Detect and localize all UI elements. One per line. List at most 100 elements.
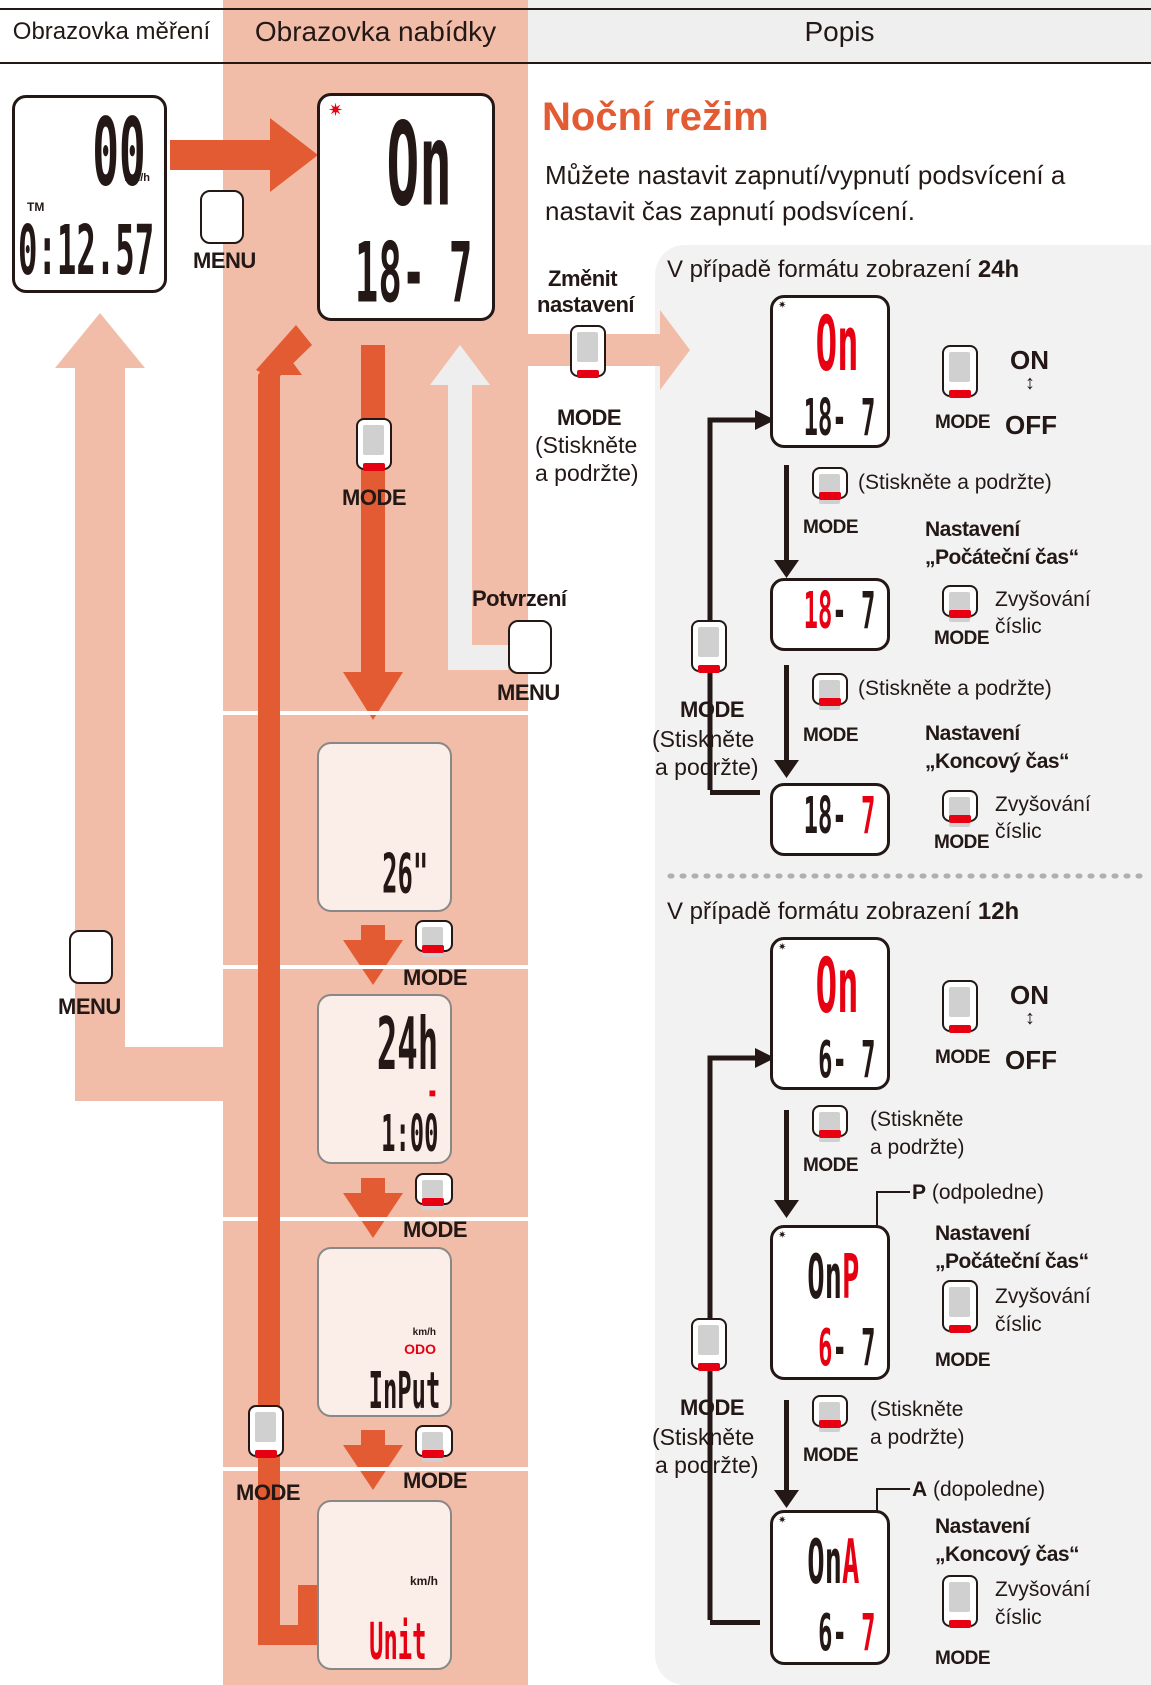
p24-incr-1a: Zvyšování xyxy=(995,588,1091,611)
p12-screen-end: ✷ OnA 6- 7 xyxy=(770,1510,890,1665)
down-head-3 xyxy=(343,1193,403,1238)
menu-button-confirm[interactable] xyxy=(508,620,552,674)
p24-mode-hold-2[interactable] xyxy=(812,673,848,710)
p12-incr-2b: číslic xyxy=(995,1606,1042,1629)
p24-incr-btn-2[interactable] xyxy=(942,790,978,827)
p24-on: On xyxy=(816,300,859,389)
night-on-text: On xyxy=(386,100,452,234)
measure-screen: 00 km/h TM 0:12.57 xyxy=(12,95,167,293)
arrow-to-menu xyxy=(170,118,318,192)
mode-button-change[interactable] xyxy=(570,325,606,378)
menu-button-left[interactable] xyxy=(69,930,113,984)
unit-screen: km/h Unit xyxy=(317,1500,452,1672)
p12-mode-hold-2[interactable] xyxy=(812,1395,848,1432)
p12-mode-left[interactable] xyxy=(691,1318,727,1371)
p12-hold-2a: (Stiskněte xyxy=(870,1398,964,1421)
change-arrow xyxy=(528,310,690,390)
confirm-arrow xyxy=(430,345,490,670)
alarm-icon: ■ xyxy=(428,1086,436,1100)
p12-mode-onoff-label: MODE xyxy=(935,1047,991,1068)
mode-label-return: MODE xyxy=(236,1480,301,1505)
mode-label-down: MODE xyxy=(342,485,407,510)
p24-mode-left[interactable] xyxy=(691,620,727,673)
p24-mode-hold-1[interactable] xyxy=(812,467,848,504)
p24-mode-hold-1-label: MODE xyxy=(803,517,859,538)
mode-button-tire[interactable] xyxy=(415,920,453,957)
menu-label-left: MENU xyxy=(58,994,121,1019)
p24-time: 18- 7 xyxy=(803,388,875,448)
p12-screen-on: ✷ On 6- 7 xyxy=(770,937,890,1090)
night-mode-screen: ✷ On 18- 7 xyxy=(317,93,495,321)
p12-on-label: ON xyxy=(1010,980,1049,1010)
panel24-title: V případě formátu zobrazení 24h xyxy=(667,256,1020,283)
p24-mode-onoff[interactable] xyxy=(942,345,978,398)
p24-mode-onoff-label: MODE xyxy=(935,412,991,433)
p12-mode-hold-2-label: MODE xyxy=(803,1445,859,1466)
p12-left-hold-1: (Stiskněte xyxy=(652,1424,755,1450)
change-label-2: nastavení xyxy=(537,292,635,317)
p24-incr-2-label: MODE xyxy=(934,832,990,853)
mode-label-clock: MODE xyxy=(403,1217,468,1242)
p24-mode-left-label: MODE xyxy=(680,697,745,722)
p12-mode-onoff[interactable] xyxy=(942,980,978,1033)
p12-screen-start: ✷ OnP 6- 7 xyxy=(770,1225,890,1380)
mode-button-input[interactable] xyxy=(415,1425,453,1462)
input-unit: km/h xyxy=(412,1327,436,1338)
menu-label-confirm: MENU xyxy=(497,680,560,705)
p12-incr-1b: číslic xyxy=(995,1313,1042,1336)
backlight-icon: ✷ xyxy=(328,100,344,120)
measure-speed-unit: km/h xyxy=(124,172,150,184)
mode-button-return[interactable] xyxy=(248,1405,284,1458)
p24-start-time: 18- 7 xyxy=(803,581,875,641)
p12-incr-1-label: MODE xyxy=(935,1350,991,1371)
down-flow-1 xyxy=(361,345,385,685)
p12-end-time: 6- 7 xyxy=(817,1603,875,1663)
mode-button-clock[interactable] xyxy=(415,1173,453,1210)
clock-mode: 24h xyxy=(376,1004,438,1087)
unit-kmh: km/h xyxy=(409,1574,438,1588)
p12-end-title-1: Nastavení xyxy=(935,1515,1030,1538)
p24-left-hold-2: a podržte) xyxy=(655,754,759,780)
p12-incr-btn-2[interactable] xyxy=(942,1575,978,1628)
description-panel xyxy=(655,245,1151,1685)
p12-incr-btn-1[interactable] xyxy=(942,1280,978,1333)
p24-mode-hold-2-label: MODE xyxy=(803,725,859,746)
p12-hold-1a: (Stiskněte xyxy=(870,1108,964,1131)
p24-off-label: OFF xyxy=(1005,410,1057,440)
desc-line-1: Můžete nastavit zapnutí/vypnutí podsvíce… xyxy=(545,160,1066,190)
measure-speed: 00 xyxy=(92,100,146,208)
page-title: Noční režim xyxy=(542,95,769,139)
unit-text: Unit xyxy=(368,1612,426,1672)
menu-button-1[interactable] xyxy=(200,190,244,244)
change-label-1: Změnit xyxy=(548,266,618,291)
p12-mode-hold-1-label: MODE xyxy=(803,1155,859,1176)
p12-mode-hold-1[interactable] xyxy=(812,1105,848,1142)
input-screen: km/h ODO InPut xyxy=(317,1247,452,1420)
p24-incr-2b: číslic xyxy=(995,820,1042,843)
p12-start-on: OnP xyxy=(806,1242,859,1314)
header-menu: Obrazovka nabídky xyxy=(254,16,497,47)
p12-a-note: A (dopoledne) xyxy=(912,1478,1046,1501)
desc-column-band xyxy=(528,0,1151,64)
return-arrow-left-base xyxy=(75,1047,225,1101)
p24-incr-1-label: MODE xyxy=(934,628,990,649)
p24-hold-1: (Stiskněte a podržte) xyxy=(858,471,1052,494)
p24-incr-2a: Zvyšování xyxy=(995,793,1091,816)
mode-button-down[interactable] xyxy=(356,418,392,471)
tire-screen: 26" xyxy=(317,742,452,912)
p24-incr-btn-1[interactable] xyxy=(942,585,978,622)
p24-hold-2: (Stiskněte a podržte) xyxy=(858,677,1052,700)
p24-on-label: ON xyxy=(1010,345,1049,375)
input-odo: ODO xyxy=(404,1341,436,1357)
p12-left-hold-2: a podržte) xyxy=(655,1452,759,1478)
up-return-head xyxy=(256,325,312,380)
mode-label-input: MODE xyxy=(403,1468,468,1493)
p24-left-hold-1: (Stiskněte xyxy=(652,726,755,752)
clock-time: 1:00 xyxy=(380,1104,438,1164)
up-return-arrow xyxy=(258,345,302,1643)
p12-start-title-2: „Počáteční čas“ xyxy=(935,1250,1089,1273)
p12-p-note: P (odpoledne) xyxy=(912,1181,1044,1204)
p24-end-time: 18- 7 xyxy=(803,786,875,846)
header-popis: Popis xyxy=(804,16,875,47)
